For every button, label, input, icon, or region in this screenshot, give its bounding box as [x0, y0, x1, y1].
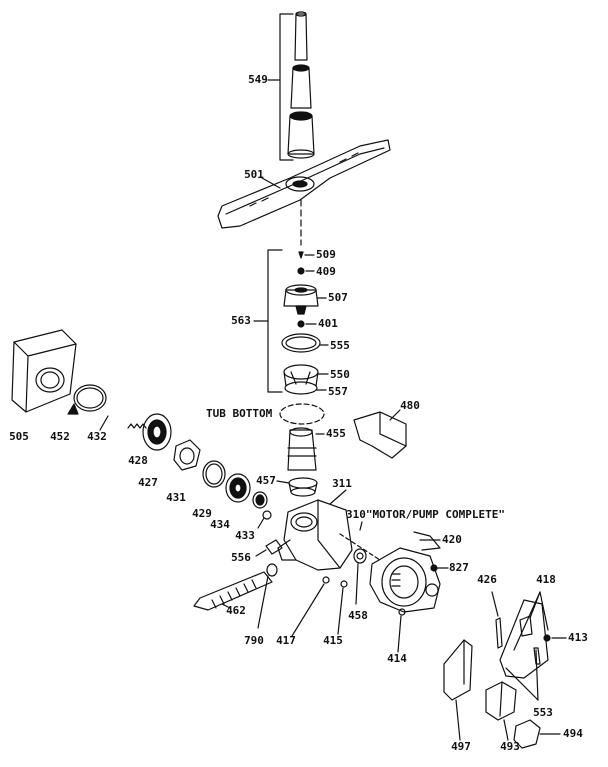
- bracket-549: [279, 13, 294, 161]
- spray-arm-hub-stack: [281, 251, 329, 395]
- part-458: [353, 548, 367, 605]
- part-452: [67, 384, 107, 415]
- leader-501: [261, 177, 281, 189]
- label-414: 414: [387, 652, 407, 665]
- part-431: [202, 460, 226, 488]
- part-480: [353, 409, 407, 459]
- part-432: [127, 423, 147, 429]
- part-418: [499, 591, 567, 679]
- label-505: 505: [9, 430, 29, 443]
- part-417: [291, 576, 330, 637]
- part-415: [337, 580, 348, 635]
- label-432: 432: [87, 430, 107, 443]
- label-494: 494: [563, 727, 583, 740]
- part-434: [252, 491, 268, 509]
- label-553: 553: [533, 706, 553, 719]
- label-311: 311: [332, 477, 352, 490]
- label-480: 480: [400, 399, 420, 412]
- part-426: [491, 591, 503, 649]
- part-311-pump-housing: [277, 489, 353, 571]
- label-420: 420: [442, 533, 462, 546]
- label-563: 563: [231, 314, 251, 327]
- label-462: 462: [226, 604, 246, 617]
- leader-432: [99, 415, 109, 431]
- label-455: 455: [326, 427, 346, 440]
- label-413: 413: [568, 631, 588, 644]
- label-452: 452: [50, 430, 70, 443]
- part-455: [287, 427, 325, 471]
- label-401: 401: [318, 317, 338, 330]
- part-414: [397, 608, 406, 653]
- part-494: [513, 719, 561, 749]
- label-418: 418: [536, 573, 556, 586]
- label-409: 409: [316, 265, 336, 278]
- spray-tower: [287, 11, 315, 159]
- label-415: 415: [323, 634, 343, 647]
- label-417: 417: [276, 634, 296, 647]
- part-310-motor: [339, 521, 441, 613]
- label-431: 431: [166, 491, 186, 504]
- label-497: 497: [451, 740, 471, 753]
- part-556: [255, 539, 283, 557]
- part-827: [430, 564, 438, 572]
- label-549: 549: [248, 73, 268, 86]
- label-433: 433: [235, 529, 255, 542]
- label-493: 493: [500, 740, 520, 753]
- label-tub-bottom: TUB BOTTOM: [206, 407, 273, 420]
- part-553: [505, 647, 541, 701]
- spray-arm: [217, 139, 391, 229]
- label-458: 458: [348, 609, 368, 622]
- part-457: [276, 477, 318, 497]
- bracket-563: [267, 249, 283, 393]
- part-493: [485, 681, 517, 741]
- label-427: 427: [138, 476, 158, 489]
- part-505: [11, 329, 77, 413]
- label-550: 550: [330, 368, 350, 381]
- label-434: 434: [210, 518, 230, 531]
- part-427: [173, 439, 201, 471]
- label-790: 790: [244, 634, 264, 647]
- tub-bottom-ring: [279, 403, 325, 425]
- label-557: 557: [328, 385, 348, 398]
- part-420: [413, 531, 441, 551]
- label-457: 457: [256, 474, 276, 487]
- label-507: 507: [328, 291, 348, 304]
- label-509: 509: [316, 248, 336, 261]
- label-310: 310"MOTOR/PUMP COMPLETE": [346, 508, 505, 521]
- label-555: 555: [330, 339, 350, 352]
- part-790: [257, 563, 278, 629]
- label-429: 429: [192, 507, 212, 520]
- leader-433: [257, 517, 265, 529]
- part-428: [142, 413, 172, 451]
- label-556: 556: [231, 551, 251, 564]
- label-428: 428: [128, 454, 148, 467]
- part-497: [443, 639, 473, 741]
- label-426: 426: [477, 573, 497, 586]
- part-433: [262, 510, 272, 520]
- part-429: [225, 473, 251, 503]
- label-501: 501: [244, 168, 264, 181]
- label-827: 827: [449, 561, 469, 574]
